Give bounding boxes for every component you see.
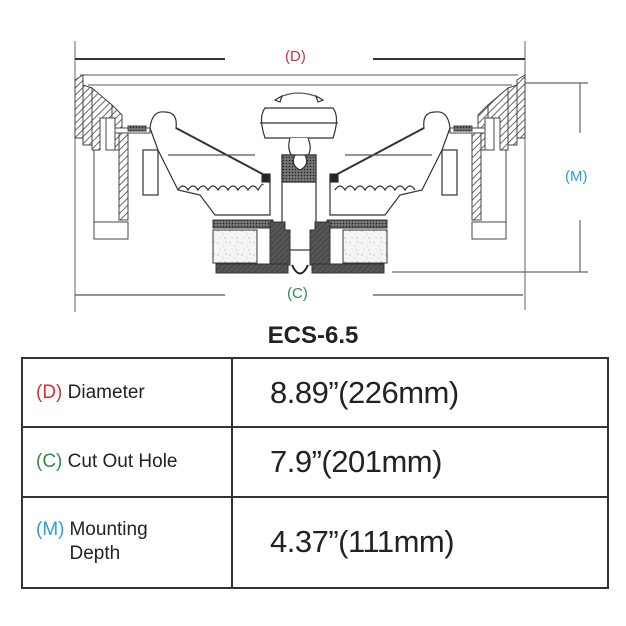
- spec-row-mounting: (M) Mounting Depth 4.37”(111mm): [21, 495, 609, 590]
- spec-label-cell: (M) Mounting Depth: [21, 495, 233, 590]
- mounting-label-line1: Mounting: [69, 519, 148, 541]
- cutout-letter: (C): [36, 451, 63, 473]
- left-flange: [74, 74, 151, 240]
- cutout-label: Cut Out Hole: [67, 451, 178, 473]
- mounting-marker: (M): [565, 168, 588, 185]
- spec-table: (D) Diameter 8.89”(226mm) (C) Cut Out Ho…: [21, 356, 609, 590]
- diameter-label: Diameter: [67, 381, 145, 403]
- mounting-letter: (M): [36, 519, 65, 541]
- left-cone: [142, 111, 271, 216]
- right-flange: [449, 74, 526, 240]
- right-cone: [329, 111, 458, 216]
- diameter-value: 8.89”(226mm): [231, 356, 609, 429]
- magnet-assembly: [212, 219, 388, 275]
- model-title: ECS-6.5: [267, 322, 359, 349]
- spec-label-cell: (C) Cut Out Hole: [21, 426, 233, 498]
- spec-row-cutout: (C) Cut Out Hole 7.9”(201mm): [21, 426, 609, 498]
- mounting-label-line2: Depth: [69, 543, 121, 565]
- speaker-cross-section-diagram: (D) (C) (M): [74, 41, 588, 312]
- diameter-letter: (D): [36, 381, 63, 403]
- tweeter: [260, 92, 338, 163]
- spec-label-cell: (D) Diameter: [21, 356, 233, 429]
- mounting-value: 4.37”(111mm): [231, 495, 609, 590]
- mounting-dimension: [392, 82, 588, 273]
- grille-frame: [80, 74, 518, 86]
- diameter-marker: (D): [285, 48, 306, 65]
- spec-row-diameter: (D) Diameter 8.89”(226mm): [21, 356, 609, 429]
- cutout-marker: (C): [287, 285, 308, 302]
- cutout-value: 7.9”(201mm): [231, 426, 609, 498]
